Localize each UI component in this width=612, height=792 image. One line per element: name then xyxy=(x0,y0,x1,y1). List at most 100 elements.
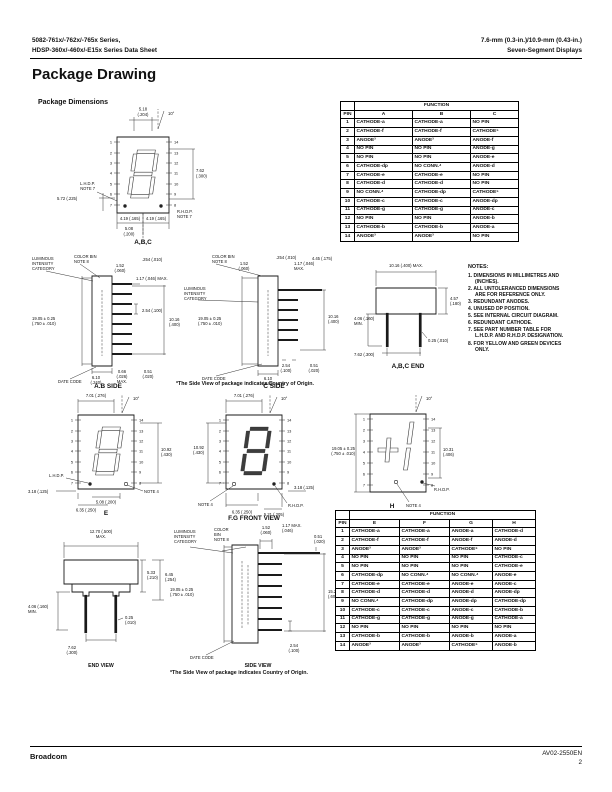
table-title-row: FUNCTION xyxy=(335,510,537,520)
pin-number: 10 xyxy=(431,461,436,466)
table-cell: NO PIN xyxy=(412,144,471,155)
pin-number: 1 xyxy=(110,140,112,145)
dim-label: 7.62 xyxy=(196,168,205,173)
pin-number: 1 xyxy=(363,417,365,422)
table-cell: CATHODE⁶ xyxy=(449,640,493,651)
document-number: AV02-2550EN xyxy=(542,750,582,757)
pin-number: 7 xyxy=(71,481,73,486)
table-cell: CATHODE-a xyxy=(412,118,471,129)
dim-label: (.180) xyxy=(450,301,462,306)
dim-label: 0.25 (.010) xyxy=(428,338,449,343)
right-decimal-point xyxy=(272,482,276,486)
column-header: F xyxy=(399,518,450,529)
table-cell: CATHODE-c xyxy=(354,196,413,207)
note-item: 6. REDUNDANT CATHODE. xyxy=(468,320,533,327)
lead xyxy=(420,314,421,346)
pin-number: 14 xyxy=(139,418,144,423)
table-cell: ANODE³ xyxy=(349,544,400,555)
dim-label: 19.05 ± 0.25 xyxy=(332,446,356,451)
dim-label: (.010) xyxy=(125,620,137,625)
column-header: E xyxy=(349,518,400,529)
dim-label: 10.92 xyxy=(194,445,205,450)
table-cell: CATHODE-dp xyxy=(399,597,450,607)
pin-number: 3 xyxy=(110,161,112,166)
table-cell: NO PIN xyxy=(354,214,413,225)
table-cell: CATHODE-dp xyxy=(491,597,537,607)
dim-label: 19.05 ± 0.25 xyxy=(198,316,222,321)
drawing-ab-side-view: LUMINOUS INTENSITY CATEGORY COLOR BIN NO… xyxy=(32,254,181,388)
dim-label: 5.08 (.200) xyxy=(96,500,117,505)
table-cell: 8 xyxy=(340,179,355,190)
lhdp-label: L.H.D.P. xyxy=(49,473,64,478)
drawing-e-front-view: 1 2 3 4 5 6 7 14 13 12 11 10 9 8 7.01 (.… xyxy=(28,393,173,516)
angle-label: 10° xyxy=(426,396,433,401)
angle-label: 10° xyxy=(281,396,288,401)
pin-number: 7 xyxy=(363,483,365,488)
table-cell: 1 xyxy=(335,527,350,538)
left-decimal-point xyxy=(88,482,92,486)
dim-label: 7.01 (.276) xyxy=(86,393,107,398)
drawing-side-view: LUMINOUS INTENSITY CATEGORY COLOR BIN NO… xyxy=(170,523,340,669)
table-cell: CATHODE-a xyxy=(491,614,537,625)
pin-number: 5 xyxy=(110,182,112,187)
table-cell: CATHODE-a xyxy=(349,527,400,538)
table-cell: CATHODE-c xyxy=(349,605,400,616)
callout: COLOR BIN xyxy=(74,254,97,259)
dim-label: 2.54 xyxy=(282,363,291,368)
dim-label: (.254) xyxy=(165,577,177,582)
dim-label: (.750 ± .010) xyxy=(198,321,222,326)
pin-number: 9 xyxy=(431,472,433,477)
header-left: 5082-761x/-762x/-765x Series, HDSP-360x/… xyxy=(32,36,157,56)
table-cell: NO PIN xyxy=(491,623,537,634)
brand-wordmark: Broadcom xyxy=(30,752,68,761)
table-cell: NO PIN xyxy=(469,179,520,190)
table-cell: ANODE-d xyxy=(491,536,537,546)
table-cell: NO CONN.⁴ xyxy=(412,162,471,172)
dim-label: 4.45 (.175) xyxy=(312,256,333,261)
table-cell: ANODE-a xyxy=(469,223,520,233)
dim-label: (.400) xyxy=(328,319,340,324)
pin-number: 14 xyxy=(174,140,179,145)
dim-label: 6.10 xyxy=(92,375,101,380)
pin-number: 2 xyxy=(363,428,365,433)
pin-number: 4 xyxy=(110,171,113,176)
table-cell: ANODE-dp xyxy=(449,597,493,607)
dim-label: 10.16 xyxy=(169,317,180,322)
table-cell: 6 xyxy=(335,571,350,581)
table-cell: CATHODE-c xyxy=(491,553,537,564)
pin-number: 3 xyxy=(71,439,73,444)
pin-number: 13 xyxy=(287,429,291,434)
table-cell: ANODE³ xyxy=(349,640,400,651)
dim-label: (.400) xyxy=(169,322,181,327)
table-cell: CATHODE-a xyxy=(399,527,450,538)
pin-number: 11 xyxy=(139,449,143,454)
table-cell: 14 xyxy=(335,640,350,651)
dim-label: (.060) xyxy=(115,268,127,273)
drawing-abc-front-view: 1 2 3 4 5 6 7 14 13 12 11 10 9 8 5.18 (.… xyxy=(57,107,208,246)
drawing-abc-end-view: 10.16 (.400) MAX. 4.57 (.180) 4.06 (.160… xyxy=(354,263,462,370)
table-cell: ANODE³ xyxy=(399,544,450,555)
note-item: 7. SEE PART NUMBER TABLE FOR L.H.D.P. AN… xyxy=(468,327,564,340)
table-cell: CATHODE-e xyxy=(412,170,471,181)
leads xyxy=(258,553,320,630)
dim-label: (.204) xyxy=(138,112,150,117)
pin-number: 4 xyxy=(219,449,222,454)
pin-number: 10 xyxy=(174,182,179,187)
table-cell: CATHODE-b xyxy=(349,632,400,642)
lhdp-note: NOTE 7 xyxy=(80,186,96,191)
table-header-row: PIN A B C xyxy=(340,109,520,120)
angle-label: 10° xyxy=(133,396,140,401)
table-cell: CATHODE-g xyxy=(349,614,400,625)
page-title: Package Drawing xyxy=(32,66,157,83)
dimension-lines xyxy=(56,542,164,642)
table-cell: CATHODE-g xyxy=(412,205,471,216)
table-cell: ANODE-c xyxy=(491,579,537,590)
table-cell: ANODE-dp xyxy=(469,196,520,207)
